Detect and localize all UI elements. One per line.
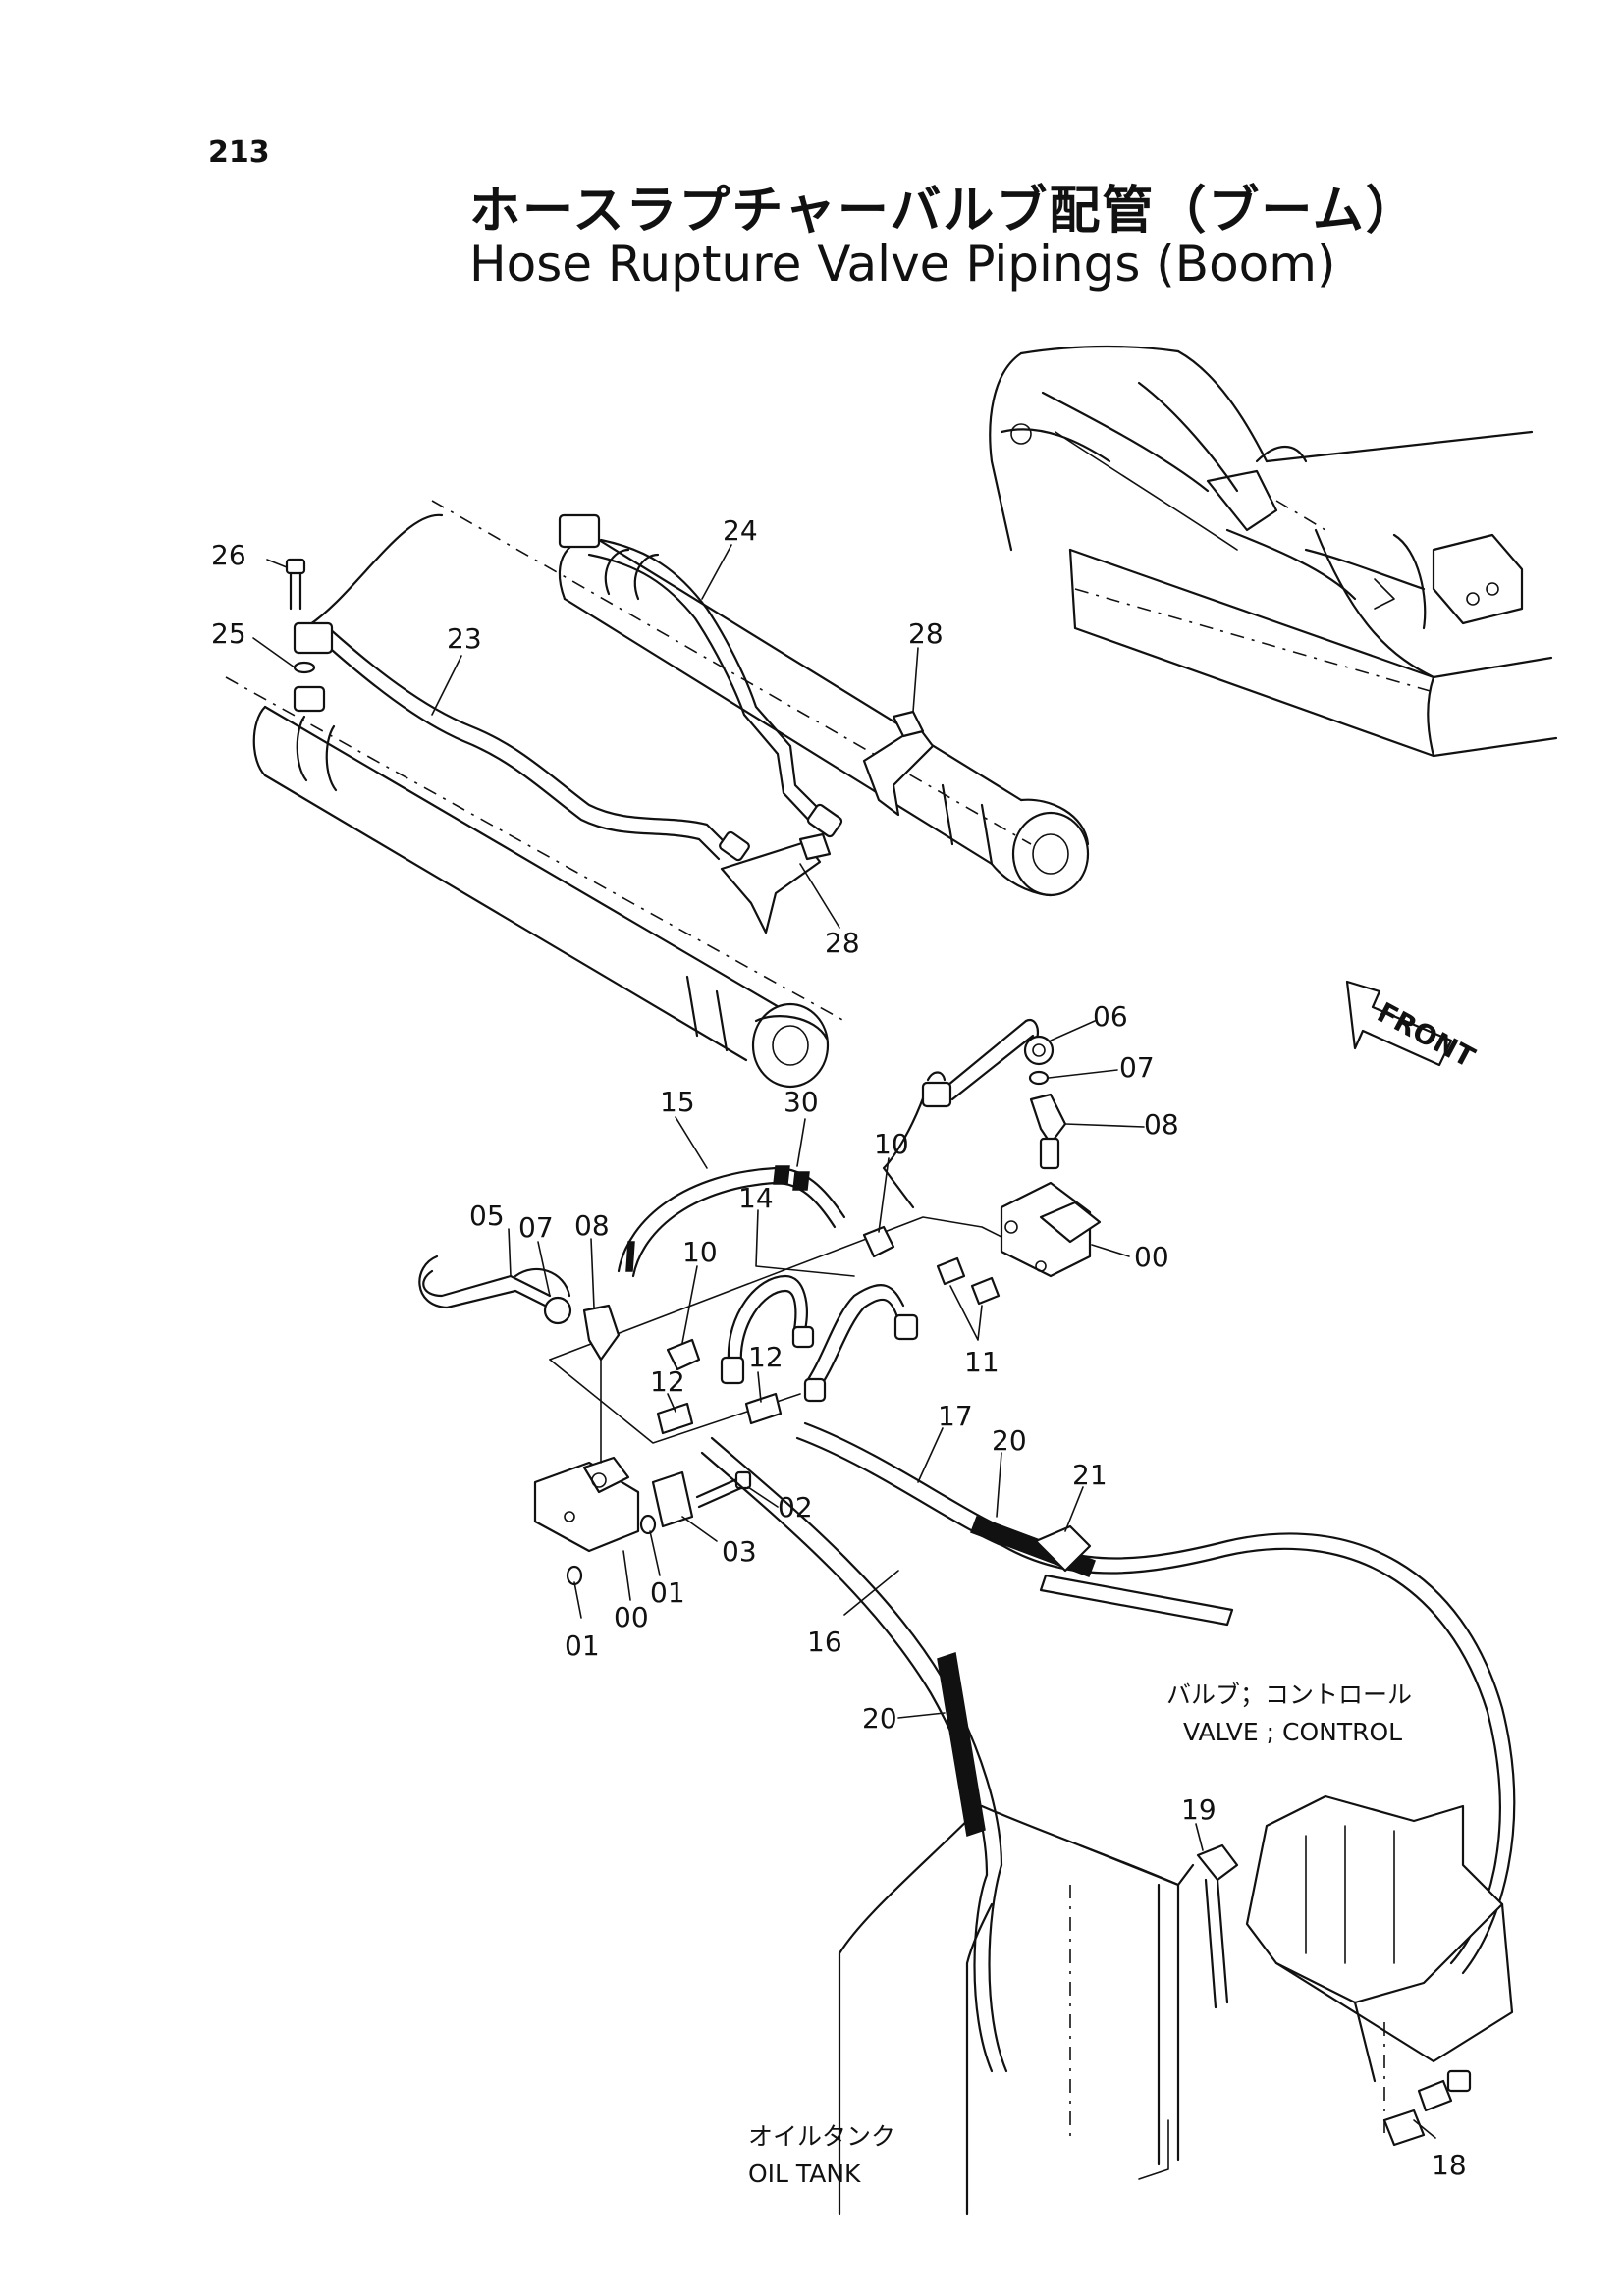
callout-08-upper: 08 (1144, 1108, 1179, 1141)
annotation-control-valve: バルブ；コントロール VALVE ; CONTROL (1166, 1681, 1412, 1746)
callout-03: 03 (722, 1535, 757, 1568)
washer-25 (293, 661, 316, 674)
callout-10-lower: 10 (682, 1236, 718, 1268)
tee-12 (656, 1392, 783, 1435)
leader-lines (252, 544, 1436, 2139)
callout-28-lower: 28 (825, 927, 860, 959)
connector-11 (936, 1256, 1001, 1306)
callout-02: 02 (778, 1491, 813, 1523)
title-japanese: ホースラプチャーバルブ配管（ブーム） (469, 182, 1419, 240)
valve-plate-outline (549, 1216, 1002, 1361)
callout-01-left: 01 (565, 1629, 600, 1662)
protector-20-lower (937, 1652, 986, 1837)
callout-07-lower: 07 (518, 1211, 554, 1244)
callout-20-upper: 20 (992, 1424, 1027, 1457)
callout-00-lower: 00 (614, 1601, 649, 1633)
boom-cylinder-front (225, 676, 845, 1089)
hose-17 (795, 1421, 1516, 1975)
adapter-18 (1382, 2069, 1472, 2147)
machine-body-drawing (989, 345, 1558, 758)
callout-25: 25 (211, 617, 246, 650)
callout-21: 21 (1072, 1459, 1108, 1491)
elbow-10-upper (862, 1225, 895, 1258)
boom-cylinder-rear (302, 500, 1090, 897)
callout-19: 19 (1181, 1793, 1217, 1826)
bracket-28-lower (720, 832, 832, 934)
pipe-14 (720, 1274, 919, 1403)
callout-14: 14 (738, 1182, 774, 1214)
control-valve-label-jp: バルブ；コントロール (1166, 1681, 1412, 1709)
callout-23: 23 (447, 622, 482, 655)
callout-26: 26 (211, 539, 246, 571)
elbow-08-upper (1029, 1093, 1067, 1170)
callout-28-upper: 28 (908, 617, 944, 650)
callout-18: 18 (1432, 2149, 1467, 2181)
oil-tank-label-jp: オイルタンク (748, 2122, 895, 2151)
callout-05: 05 (469, 1200, 505, 1232)
pipe-24 (558, 513, 843, 838)
bolt-02 (695, 1470, 752, 1509)
clamp-21 (1034, 1524, 1234, 1627)
elbow-08-lower (582, 1304, 621, 1362)
callout-12-right: 12 (748, 1341, 784, 1373)
pipe-23 (293, 621, 750, 862)
control-valve-label-en: VALVE ; CONTROL (1183, 1718, 1402, 1746)
callout-24: 24 (723, 514, 758, 547)
nut-07-lower (543, 1296, 572, 1325)
callout-20-lower: 20 (862, 1702, 897, 1735)
hose-rupture-valve-upper (1000, 1181, 1102, 1278)
callout-labels: 26 25 23 24 28 28 06 07 08 15 30 10 05 0… (211, 514, 1467, 2181)
callout-06: 06 (1093, 1000, 1128, 1033)
control-valve-drawing (1245, 1794, 1514, 2140)
oil-tank-label-en: OIL TANK (748, 2160, 861, 2188)
callout-12-left: 12 (650, 1365, 685, 1398)
callout-00-upper: 00 (1134, 1241, 1169, 1273)
annotation-oil-tank: オイルタンク OIL TANK (748, 2122, 895, 2188)
adapter-10-lower (666, 1338, 701, 1371)
bolt-26 (285, 558, 306, 611)
o-ring-01 (566, 1514, 657, 1586)
pipe-06 (882, 1018, 1055, 1209)
callout-30: 30 (784, 1086, 819, 1118)
callout-01-right: 01 (650, 1576, 685, 1609)
adapter-19 (1196, 1843, 1239, 2009)
callout-11: 11 (964, 1346, 1000, 1378)
callout-17: 17 (938, 1400, 973, 1432)
bracket-28-upper (862, 710, 935, 817)
callout-15: 15 (660, 1086, 695, 1118)
front-direction-arrow: FRONT (1345, 980, 1480, 1074)
oil-tank-drawing (838, 1804, 1195, 2216)
callout-16: 16 (807, 1626, 842, 1658)
callout-10-upper: 10 (874, 1128, 909, 1160)
callout-07-upper: 07 (1119, 1051, 1155, 1084)
hose-rupture-valve-lower (533, 1359, 640, 1553)
o-ring-07-upper (1028, 1070, 1050, 1086)
callout-08-lower: 08 (574, 1209, 610, 1242)
flange-03 (651, 1470, 694, 1528)
page-number: 213 (208, 135, 270, 170)
hose-15 (617, 1166, 778, 1278)
title-english: Hose Rupture Valve Pipings (Boom) (469, 236, 1336, 293)
hose-30 (773, 1165, 846, 1229)
pipe-05 (418, 1255, 571, 1312)
